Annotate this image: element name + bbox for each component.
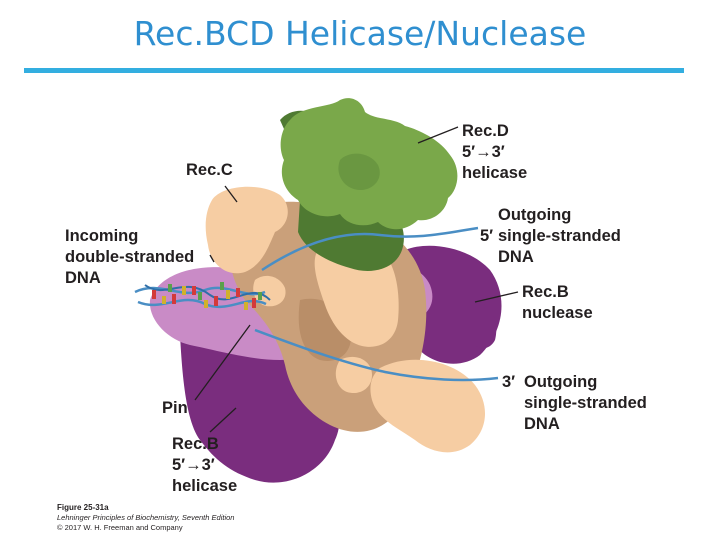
copyright: © 2017 W. H. Freeman and Company: [57, 523, 183, 532]
label-5-prime: 5′: [480, 227, 494, 245]
label-pointer-lines: [194, 126, 519, 433]
figure-number: Figure 25-31a: [57, 503, 109, 512]
slide-title: Rec.BCD Helicase/Nuclease: [133, 14, 587, 53]
label-pin: Pin: [162, 399, 188, 417]
recd-domain: [280, 98, 458, 271]
title-underline: [24, 68, 684, 73]
figure-caption: Figure 25-31a Lehninger Principles of Bi…: [57, 503, 234, 533]
book-title: Lehninger Principles of Biochemistry, Se…: [57, 513, 235, 522]
label-3-prime: 3′: [502, 373, 516, 391]
outgoing-5-strand: [261, 226, 479, 272]
outgoing-3-strand: [254, 328, 499, 382]
dna-helix: [134, 282, 271, 310]
label-recc: Rec.C: [186, 161, 233, 179]
